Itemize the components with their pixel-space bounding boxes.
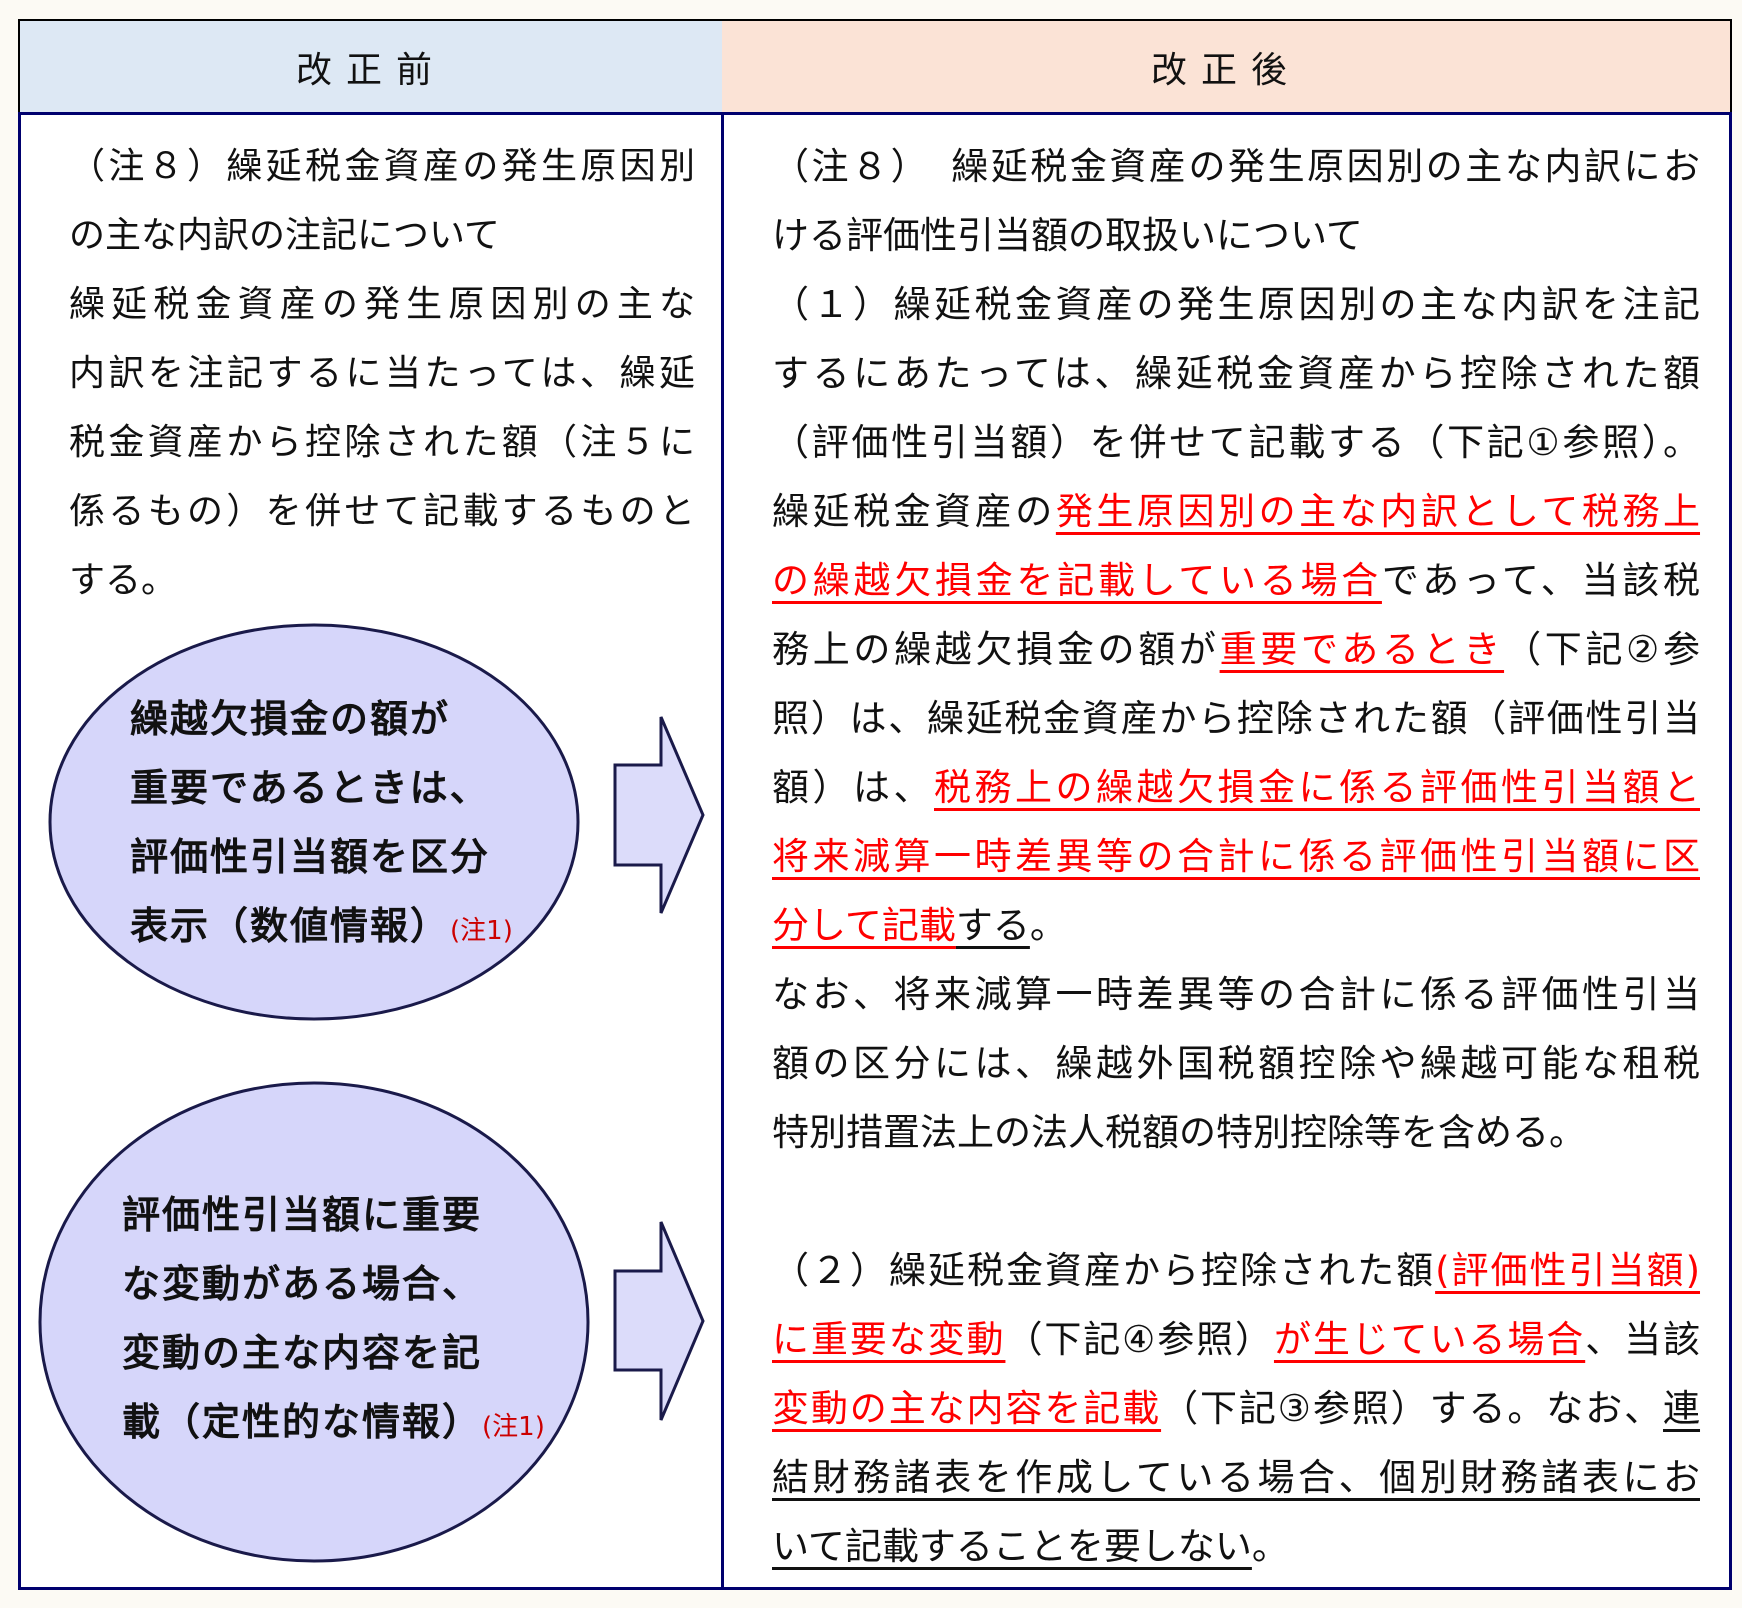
text-line: 係るもの）を併せて記載するものと: [69, 477, 695, 546]
text-line: （２）繰延税金資産から控除された額(評価性引当額): [772, 1236, 1700, 1305]
text-segment: （評価性引当額）を併せて記載する（下記①参照）。: [772, 421, 1700, 464]
text-line: 照）は、繰延税金資産から控除された額（評価性引当: [772, 684, 1700, 753]
text-segment: （下記④参照）: [1005, 1318, 1274, 1361]
ellipse1-line: 重要であるときは、: [130, 766, 490, 810]
ellipse2-line: 載（定性的な情報）: [122, 1400, 483, 1444]
text-line: 将来減算一時差異等の合計に係る評価性引当額に区: [772, 822, 1700, 891]
right-arrow-icon: [613, 716, 705, 914]
text-segment: （１）繰延税金資産の発生原因別の主な内訳を注記: [772, 283, 1700, 326]
ellipse-valuation-change: [38, 1081, 590, 1563]
text-line: 特別措置法上の法人税額の特別控除等を含める。: [772, 1098, 1700, 1167]
text-segment: 係るもの）を併せて記載するものと: [69, 491, 695, 532]
ellipse2-note: (注1): [482, 1412, 545, 1442]
header-before: 改正前: [18, 19, 724, 114]
ellipse1-note: (注1): [450, 916, 513, 946]
amended-text: 税務上の繰越欠損金に係る評価性引当額と: [934, 766, 1700, 809]
text-line: 内訳を注記するに当たっては、繰延: [69, 339, 695, 408]
underlined-text: 連: [1663, 1387, 1701, 1430]
text-segment: 、当該: [1585, 1318, 1701, 1361]
amended-text: (評価性引当額): [1435, 1249, 1701, 1292]
amended-text: 発生原因別の主な内訳として税務上: [1055, 490, 1701, 533]
text-line: の主な内訳の注記について: [69, 201, 695, 270]
text-segment: （下記②参: [1504, 628, 1700, 671]
text-segment: 。: [1251, 1525, 1289, 1568]
text-segment: 務上の繰越欠損金の額が: [772, 628, 1220, 671]
text-line: 結財務諸表を作成している場合、個別財務諸表にお: [772, 1443, 1700, 1512]
text-segment: であって、当該税: [1381, 559, 1700, 602]
text-line: 繰延税金資産の発生原因別の主な: [69, 270, 695, 339]
text-line: なお、将来減算一時差異等の合計に係る評価性引当: [772, 960, 1700, 1029]
text-line: （注８） 繰延税金資産の発生原因別の主な内訳にお: [772, 132, 1700, 201]
amended-text: に重要な変動: [772, 1318, 1006, 1361]
ellipse2-text: 評価性引当額に重要 な変動がある場合、 変動の主な内容を記 載（定性的な情報）(…: [122, 1181, 545, 1462]
text-line: ける評価性引当額の取扱いについて: [772, 201, 1700, 270]
text-line: する。: [69, 546, 695, 615]
underlined-text: 結財務諸表を作成している場合、個別財務諸表にお: [772, 1456, 1700, 1499]
text-line: 税金資産から控除された額（注５に: [69, 408, 695, 477]
ellipse2-line: な変動がある場合、: [122, 1262, 483, 1306]
amended-text: 将来減算一時差異等の合計に係る評価性引当額に区: [772, 835, 1700, 878]
text-segment: 繰延税金資産の: [772, 490, 1056, 533]
header-after-label: 改正後: [1150, 49, 1301, 91]
ellipse1-line: 表示（数値情報）: [130, 904, 451, 948]
text-segment: 繰延税金資産の発生原因別の主な: [69, 284, 695, 325]
text-line: 分して記載する。: [772, 891, 1700, 960]
text-segment: 額）は、: [772, 766, 934, 809]
text-line: 額の区分には、繰越外国税額控除や繰越可能な租税: [772, 1029, 1700, 1098]
text-segment: 特別措置法上の法人税額の特別控除等を含める。: [772, 1111, 1586, 1154]
text-line: （注８）繰延税金資産の発生原因別: [69, 132, 695, 201]
text-segment: 税金資産から控除された額（注５に: [69, 422, 695, 463]
ellipse1-line: 評価性引当額を区分: [130, 835, 491, 879]
text-line: （１）繰延税金資産の発生原因別の主な内訳を注記: [772, 270, 1700, 339]
amended-text: 重要であるとき: [1219, 628, 1505, 671]
text-segment: 。: [1029, 904, 1067, 947]
amended-text: 分して記載: [772, 904, 956, 947]
text-segment: （注８）繰延税金資産の発生原因別: [69, 146, 695, 187]
text-segment: （下記③参照）する。なお、: [1161, 1387, 1664, 1430]
text-segment: （注８） 繰延税金資産の発生原因別の主な内訳にお: [772, 145, 1700, 188]
text-line: するにあたっては、繰延税金資産から控除された額: [772, 339, 1700, 408]
text-segment: の主な内訳の注記について: [69, 215, 500, 256]
after-cell: [721, 112, 1732, 1590]
underlined-text: する: [955, 904, 1030, 947]
text-line: いて記載することを要しない。: [772, 1512, 1700, 1581]
text-segment: 内訳を注記するに当たっては、繰延: [69, 353, 695, 394]
underlined-text: いて記載することを要しない: [772, 1525, 1252, 1568]
text-segment: するにあたっては、繰延税金資産から控除された額: [772, 352, 1700, 395]
amended-text: 変動の主な内容を記載: [772, 1387, 1162, 1430]
ellipse1-line: 繰越欠損金の額が: [130, 697, 451, 741]
text-segment: （２）繰延税金資産から控除された額: [772, 1249, 1436, 1292]
ellipse1-text: 繰越欠損金の額が 重要であるときは、 評価性引当額を区分 表示（数値情報）(注1…: [130, 685, 513, 966]
right-arrow-icon: [613, 1221, 705, 1421]
ellipse-loss-carryforward: [48, 623, 580, 1021]
text-segment: 額の区分には、繰越外国税額控除や繰越可能な租税: [772, 1042, 1700, 1085]
text-line: の繰越欠損金を記載している場合であって、当該税: [772, 546, 1700, 615]
after-text: （注８） 繰延税金資産の発生原因別の主な内訳における評価性引当額の取扱いについて…: [772, 132, 1700, 1581]
text-segment: 照）は、繰延税金資産から控除された額（評価性引当: [772, 697, 1700, 740]
text-line: 変動の主な内容を記載（下記③参照）する。なお、連: [772, 1374, 1700, 1443]
text-line: 額）は、税務上の繰越欠損金に係る評価性引当額と: [772, 753, 1700, 822]
text-line: （評価性引当額）を併せて記載する（下記①参照）。: [772, 408, 1700, 477]
amended-text: が生じている場合: [1273, 1318, 1586, 1361]
text-segment: ける評価性引当額の取扱いについて: [772, 214, 1363, 257]
text-segment: する。: [69, 560, 178, 601]
ellipse2-line: 変動の主な内容を記: [122, 1331, 483, 1375]
before-text: （注８）繰延税金資産の発生原因別の主な内訳の注記について繰延税金資産の発生原因別…: [69, 132, 695, 615]
text-segment: なお、将来減算一時差異等の合計に係る評価性引当: [772, 973, 1700, 1016]
header-before-label: 改正前: [295, 49, 446, 91]
ellipse2-line: 評価性引当額に重要: [122, 1193, 483, 1237]
amended-text: の繰越欠損金を記載している場合: [772, 559, 1382, 602]
text-line: に重要な変動（下記④参照）が生じている場合、当該: [772, 1305, 1700, 1374]
text-line: 繰延税金資産の発生原因別の主な内訳として税務上: [772, 477, 1700, 546]
text-line: 務上の繰越欠損金の額が重要であるとき（下記②参: [772, 615, 1700, 684]
